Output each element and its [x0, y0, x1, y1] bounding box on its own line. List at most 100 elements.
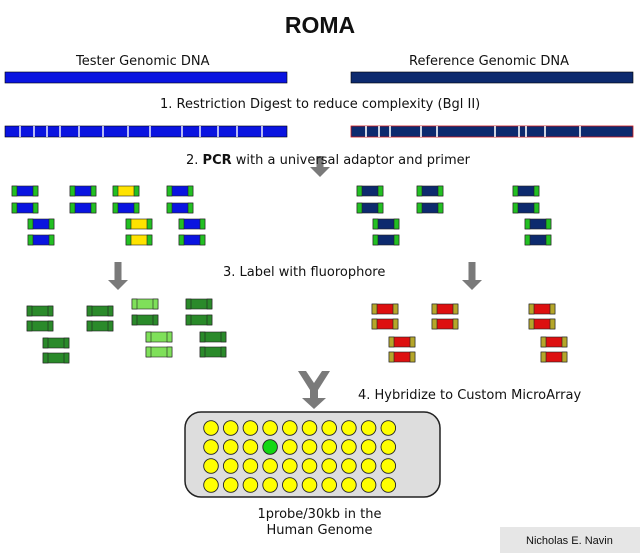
tester-labeled-fragment — [185, 298, 213, 310]
adaptor-right — [545, 234, 552, 246]
microarray-spot — [341, 439, 357, 455]
tester-pcr-fragment — [112, 185, 140, 197]
microarray-spot — [341, 477, 357, 493]
microarray-spot — [321, 458, 337, 474]
microarray-spot — [321, 439, 337, 455]
reference-pcr-fragment — [524, 218, 552, 230]
adaptor-left — [125, 218, 132, 230]
reference-labeled-fragment — [528, 303, 556, 315]
adaptor-right — [48, 234, 55, 246]
tester-genomic-dna — [4, 71, 288, 84]
reference-pcr-fragment — [416, 202, 444, 214]
adaptor-right — [146, 218, 153, 230]
array-caption: 1probe/30kb in the Human Genome — [257, 507, 382, 538]
author-credit: Nicholas E. Navin — [526, 535, 613, 547]
microarray — [184, 411, 441, 498]
adaptor-right — [545, 218, 552, 230]
adaptor-left — [388, 336, 395, 348]
adaptor-left — [178, 218, 185, 230]
adaptor-right — [32, 202, 39, 214]
adaptor-right — [409, 351, 416, 363]
adaptor-right — [146, 234, 153, 246]
reference-genomic-dna — [350, 71, 634, 84]
microarray-spot — [301, 458, 318, 474]
adaptor-left — [371, 318, 378, 330]
adaptor-right — [206, 314, 213, 326]
adaptor-left — [356, 185, 363, 197]
adaptor-right — [47, 320, 54, 332]
microarray-spot — [222, 439, 239, 455]
adaptor-right — [392, 318, 399, 330]
microarray-spot — [321, 420, 337, 436]
adaptor-right — [187, 185, 194, 197]
microarray-spot — [222, 420, 239, 436]
step-1-label: 1. Restriction Digest to reduce complexi… — [160, 97, 481, 112]
adaptor-left — [112, 202, 119, 214]
pcr-arrow — [310, 156, 330, 177]
reference-labeled-fragment — [540, 351, 568, 363]
adaptor-right — [63, 337, 70, 349]
adaptor-right — [377, 185, 384, 197]
microarray-spot — [360, 458, 377, 474]
adaptor-left — [178, 234, 185, 246]
step-2-pcr: PCR — [202, 153, 232, 168]
adaptor-left — [356, 202, 363, 214]
adaptor-left — [42, 337, 49, 349]
adaptor-right — [452, 318, 459, 330]
tester-pcr-fragment — [166, 202, 194, 214]
tester-pcr-fragment — [125, 218, 153, 230]
microarray-spot — [203, 458, 219, 474]
adaptor-right — [561, 336, 568, 348]
microarray-spot — [222, 458, 239, 474]
reference-pcr-fragment — [372, 234, 400, 246]
step-2-prefix: 2. — [186, 153, 203, 168]
adaptor-left — [69, 185, 76, 197]
tester-labeled-fragment — [199, 331, 227, 343]
adaptor-left — [27, 234, 34, 246]
adaptor-right — [409, 336, 416, 348]
adaptor-left — [431, 303, 438, 315]
adaptor-right — [377, 202, 384, 214]
tester-pcr-fragment — [166, 185, 194, 197]
step-2-suffix: with a universal adaptor and primer — [231, 153, 470, 168]
adaptor-left — [388, 351, 395, 363]
reference-labeled-fragment — [371, 303, 399, 315]
reference-labeled-fragment — [371, 318, 399, 330]
adaptor-right — [392, 303, 399, 315]
tester-labeled-fragment — [42, 352, 70, 364]
adaptor-right — [152, 314, 159, 326]
tester-pcr-fragment — [178, 234, 206, 246]
tester-pcr-fragment — [69, 185, 97, 197]
reference-pcr-fragment — [416, 185, 444, 197]
reference-labeled-fragment — [528, 318, 556, 330]
adaptor-left — [26, 320, 33, 332]
adaptor-left — [131, 298, 138, 310]
adaptor-left — [512, 202, 519, 214]
adaptor-right — [220, 331, 227, 343]
microarray-spot — [242, 458, 259, 474]
adaptor-left — [112, 185, 119, 197]
diagram-title: ROMA — [284, 12, 356, 38]
microarray-spot — [301, 420, 318, 436]
reference-dna-label: Reference Genomic DNA — [409, 54, 570, 69]
microarray-spot — [282, 477, 298, 493]
adaptor-left — [524, 234, 531, 246]
adaptor-right — [63, 352, 70, 364]
microarray-spot — [360, 420, 377, 436]
adaptor-left — [431, 318, 438, 330]
label-arrow-tester — [108, 262, 128, 290]
reference-pcr-fragment — [524, 234, 552, 246]
credit-box — [500, 527, 640, 553]
tester-labeled-fragment — [86, 305, 114, 317]
reference-pcr-fragment — [512, 202, 540, 214]
adaptor-left — [185, 298, 192, 310]
adaptor-right — [561, 351, 568, 363]
adaptor-left — [512, 185, 519, 197]
tester-labeled-fragment — [26, 320, 54, 332]
adaptor-right — [533, 185, 540, 197]
reference-digested-dna — [350, 125, 634, 138]
adaptor-right — [90, 185, 97, 197]
process-arrows — [108, 156, 482, 409]
adaptor-right — [437, 185, 444, 197]
